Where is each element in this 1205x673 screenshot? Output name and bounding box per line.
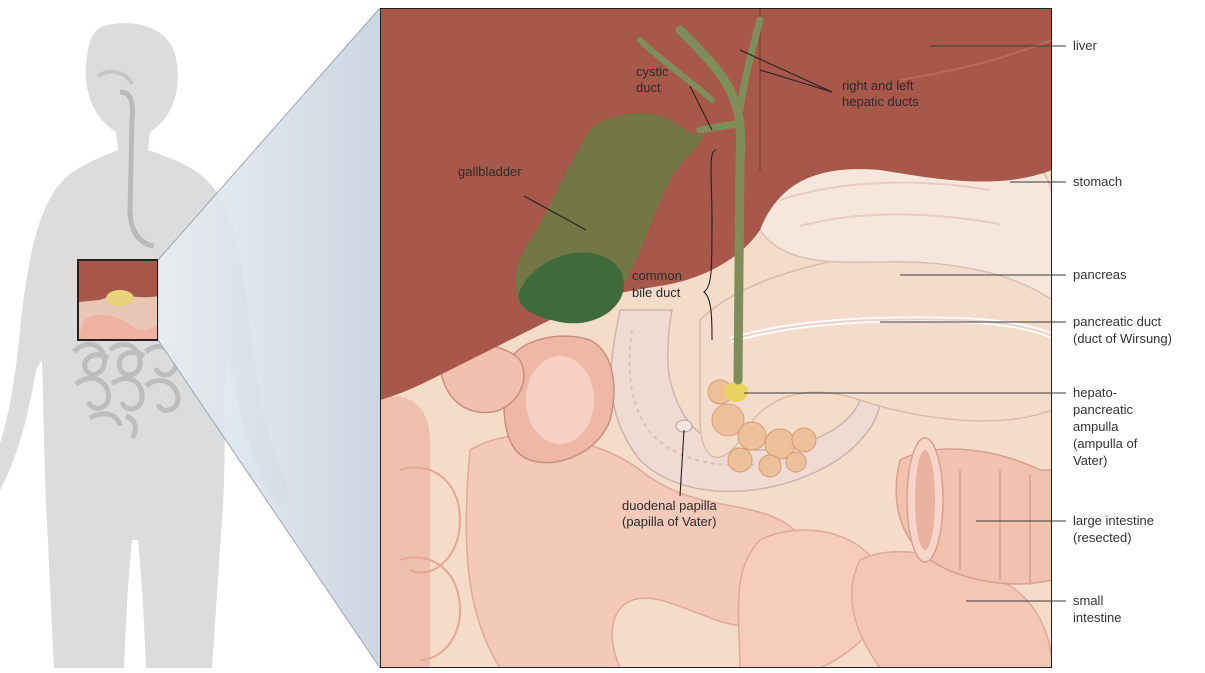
stomach-label: stomach	[1073, 174, 1122, 189]
duodenal-papilla-label: duodenal papilla (papilla of Vater)	[622, 498, 720, 529]
hepatic-ducts-label: right and left hepatic ducts	[842, 78, 919, 109]
large-intestine-label: large intestine (resected)	[1073, 513, 1158, 545]
ampulla-label: hepato- pancreatic ampulla (ampulla of V…	[1073, 385, 1141, 468]
small-intestine-label: small intestine	[1073, 593, 1121, 625]
gallbladder-label: gallbladder	[458, 164, 522, 179]
pancreas-label: pancreas	[1073, 267, 1127, 282]
liver-label: liver	[1073, 38, 1098, 53]
detail-panel: cystic duct right and left hepatic ducts…	[380, 8, 1052, 668]
pancreatic-duct-label: pancreatic duct (duct of Wirsung)	[1073, 314, 1172, 346]
zoom-thumbnail	[78, 260, 158, 340]
